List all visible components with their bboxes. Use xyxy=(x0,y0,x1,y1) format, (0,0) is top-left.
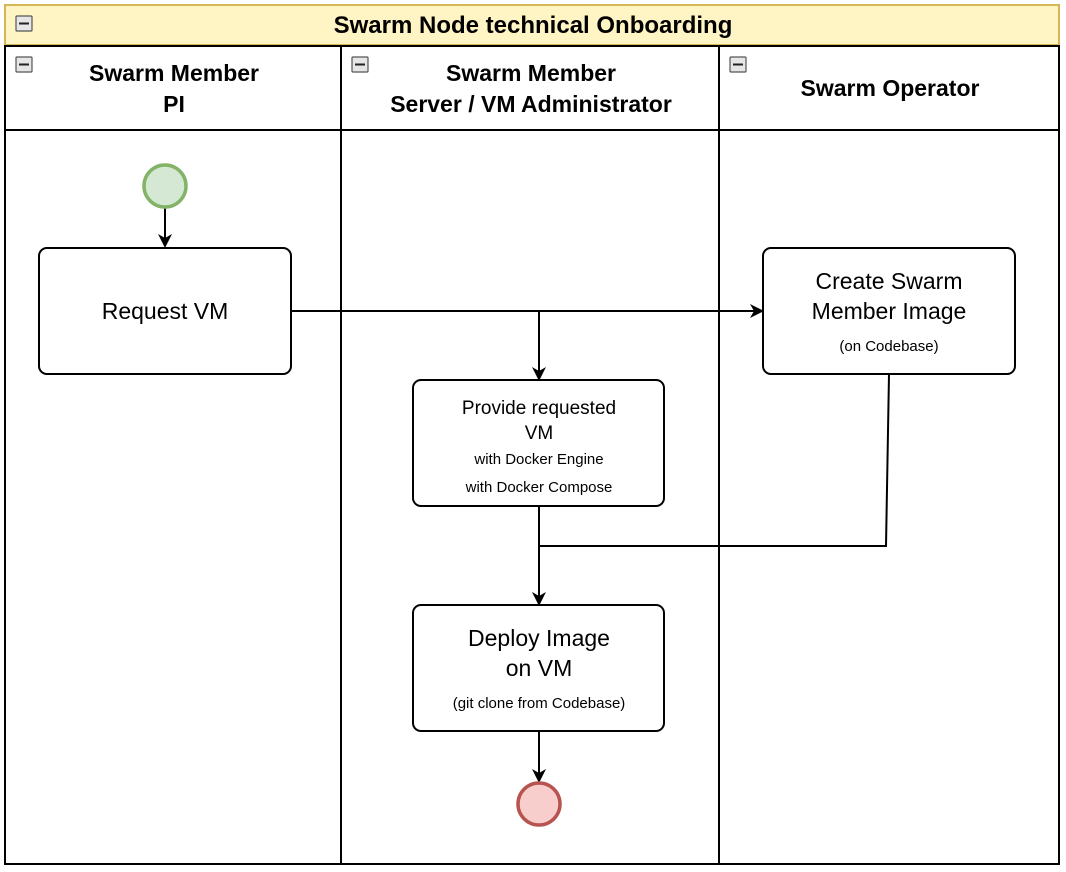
lane-title-line2: Server / VM Administrator xyxy=(390,91,672,117)
edge-create-image-to-deploy[interactable] xyxy=(539,373,890,547)
minus-square-icon[interactable] xyxy=(15,56,33,73)
edges xyxy=(158,208,890,783)
task-sublabel: (on Codebase) xyxy=(839,338,938,355)
task-box[interactable] xyxy=(762,247,1016,375)
pool-title: Swarm Node technical Onboarding xyxy=(334,12,733,39)
lane-title-line2: PI xyxy=(163,91,185,117)
task-provide-requested-vm[interactable]: Provide requested VM with Docker Engine … xyxy=(412,379,665,507)
task-box[interactable] xyxy=(38,247,292,375)
pool-header: Swarm Node technical Onboarding xyxy=(4,4,1060,46)
task-label-line1: Create Swarm xyxy=(816,268,963,294)
minus-square-icon[interactable] xyxy=(15,15,33,32)
end-event[interactable] xyxy=(516,781,562,827)
task-label-line1: Deploy Image xyxy=(468,625,610,651)
task-label-line2: VM xyxy=(525,423,554,444)
pool-header-background xyxy=(4,4,1060,46)
minus-square-icon[interactable] xyxy=(729,56,747,73)
task-label: Request VM xyxy=(102,298,229,324)
lane-border xyxy=(718,45,1060,865)
lane-swarm-operator: Swarm Operator xyxy=(718,45,1060,865)
task-label-line2: Member Image xyxy=(812,298,967,324)
task-box[interactable] xyxy=(412,379,665,507)
task-create-swarm-member-image[interactable]: Create Swarm Member Image (on Codebase) xyxy=(762,247,1016,375)
lane-title-line1: Swarm Member xyxy=(446,60,616,86)
task-request-vm[interactable]: Request VM xyxy=(38,247,292,375)
task-sublabel: (git clone from Codebase) xyxy=(453,695,626,712)
task-sublabel-line1: with Docker Engine xyxy=(473,451,603,468)
minus-square-icon[interactable] xyxy=(351,56,369,73)
lane-title: Swarm Operator xyxy=(801,75,980,101)
task-deploy-image-on-vm[interactable]: Deploy Image on VM (git clone from Codeb… xyxy=(412,604,665,732)
lane-swarm-member-pi: Swarm Member PI xyxy=(4,45,342,865)
lane-title-line1: Swarm Member xyxy=(89,60,259,86)
task-box[interactable] xyxy=(412,604,665,732)
task-label-line2: on VM xyxy=(506,655,572,681)
start-event[interactable] xyxy=(142,163,188,209)
task-label-line1: Provide requested xyxy=(462,398,616,419)
task-sublabel-line2: with Docker Compose xyxy=(465,479,613,496)
